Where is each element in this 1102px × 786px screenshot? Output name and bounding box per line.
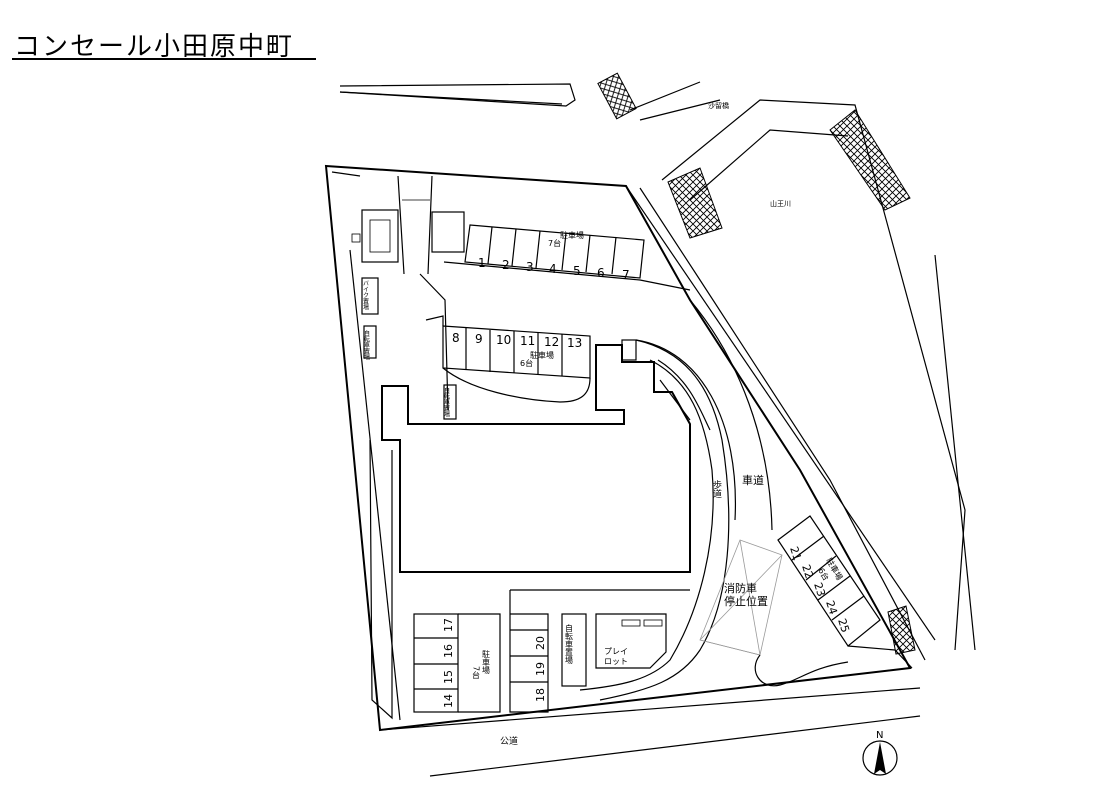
fire-truck-label-1: 消防車 (724, 581, 757, 595)
space-16: 16 (442, 644, 455, 658)
north-label: N (876, 730, 883, 741)
parking-2-label: 駐車場 (530, 350, 554, 360)
parking-3-count: 7台 (472, 666, 481, 680)
fire-truck-label-2: 停止位置 (724, 594, 768, 608)
space-3: 3 (526, 260, 534, 274)
space-9: 9 (475, 332, 483, 346)
space-13: 13 (567, 336, 582, 350)
river-bank-label: 沙留橋 (708, 101, 729, 110)
space-11: 11 (520, 334, 535, 348)
title-underline (12, 58, 316, 60)
space-12: 12 (544, 335, 559, 349)
space-21: 21 (787, 545, 804, 562)
space-1: 1 (478, 256, 486, 270)
site-boundary (324, 164, 936, 732)
sidewalk-label: 歩道 (711, 479, 722, 499)
public-road-label: 公道 (500, 735, 518, 747)
left-walkway (369, 439, 393, 720)
space-5: 5 (573, 264, 581, 278)
parking-1-label: 駐車場 (560, 230, 584, 240)
space-17: 17 (442, 618, 455, 632)
top-road (339, 83, 576, 107)
space-23: 23 (811, 581, 828, 598)
space-14: 14 (442, 694, 455, 708)
main-building (381, 339, 737, 573)
play-lot-label-1: プレイ (604, 647, 628, 656)
parking-2-count: 6台 (520, 358, 533, 368)
bicycle-parking-bottom-label: 自転車置場 (565, 623, 574, 665)
parking-group-2: 8 9 10 11 12 13 駐車場 6台 (425, 315, 591, 403)
bottom-facilities: 自転車置場 プレイ ロット (510, 589, 690, 687)
hatched-bank-top (597, 72, 637, 120)
bike-parking-label: バイク置場 (362, 280, 369, 311)
space-25: 25 (835, 617, 852, 634)
space-7: 7 (622, 268, 630, 282)
roadway-label: 車道 (742, 473, 764, 487)
river (661, 99, 976, 655)
parking-group-4: 20 19 18 (509, 590, 549, 713)
parking-1-count: 7台 (548, 238, 561, 248)
bicycle-parking-mid-label: 自転車置場 (443, 386, 450, 418)
space-6: 6 (597, 266, 605, 280)
space-8: 8 (452, 331, 460, 345)
parking-3-label: 駐車場 (482, 649, 491, 675)
space-2: 2 (502, 258, 510, 272)
access-road (579, 299, 773, 701)
public-road (379, 687, 921, 777)
parking-group-1: 1 2 3 4 5 6 7 駐車場 7台 (443, 224, 691, 291)
parking-group-3: 17 16 15 14 駐車場 7台 (413, 613, 501, 713)
space-4: 4 (549, 262, 557, 276)
play-lot-label-2: ロット (604, 657, 628, 666)
fire-truck-zone: 消防車 停止位置 (699, 539, 783, 656)
space-15: 15 (442, 670, 455, 684)
space-10: 10 (496, 333, 511, 347)
space-22: 22 (799, 563, 816, 580)
space-18: 18 (534, 688, 547, 702)
left-edge-line (349, 249, 401, 721)
left-small-boxes: バイク置場 自転車置場 自転車置場 (361, 277, 457, 420)
page-title: コンセール小田原中町 (14, 32, 295, 62)
space-19: 19 (534, 662, 547, 676)
space-20: 20 (534, 636, 547, 650)
river-label: 山王川 (770, 199, 791, 208)
bicycle-parking-left-label: 自転車置場 (363, 329, 370, 361)
entrance-area (351, 175, 465, 411)
space-24: 24 (823, 599, 840, 616)
north-arrow-icon: N (862, 730, 898, 776)
parking-group-5: 21 22 23 24 25 駐車場 6台 (754, 515, 913, 687)
